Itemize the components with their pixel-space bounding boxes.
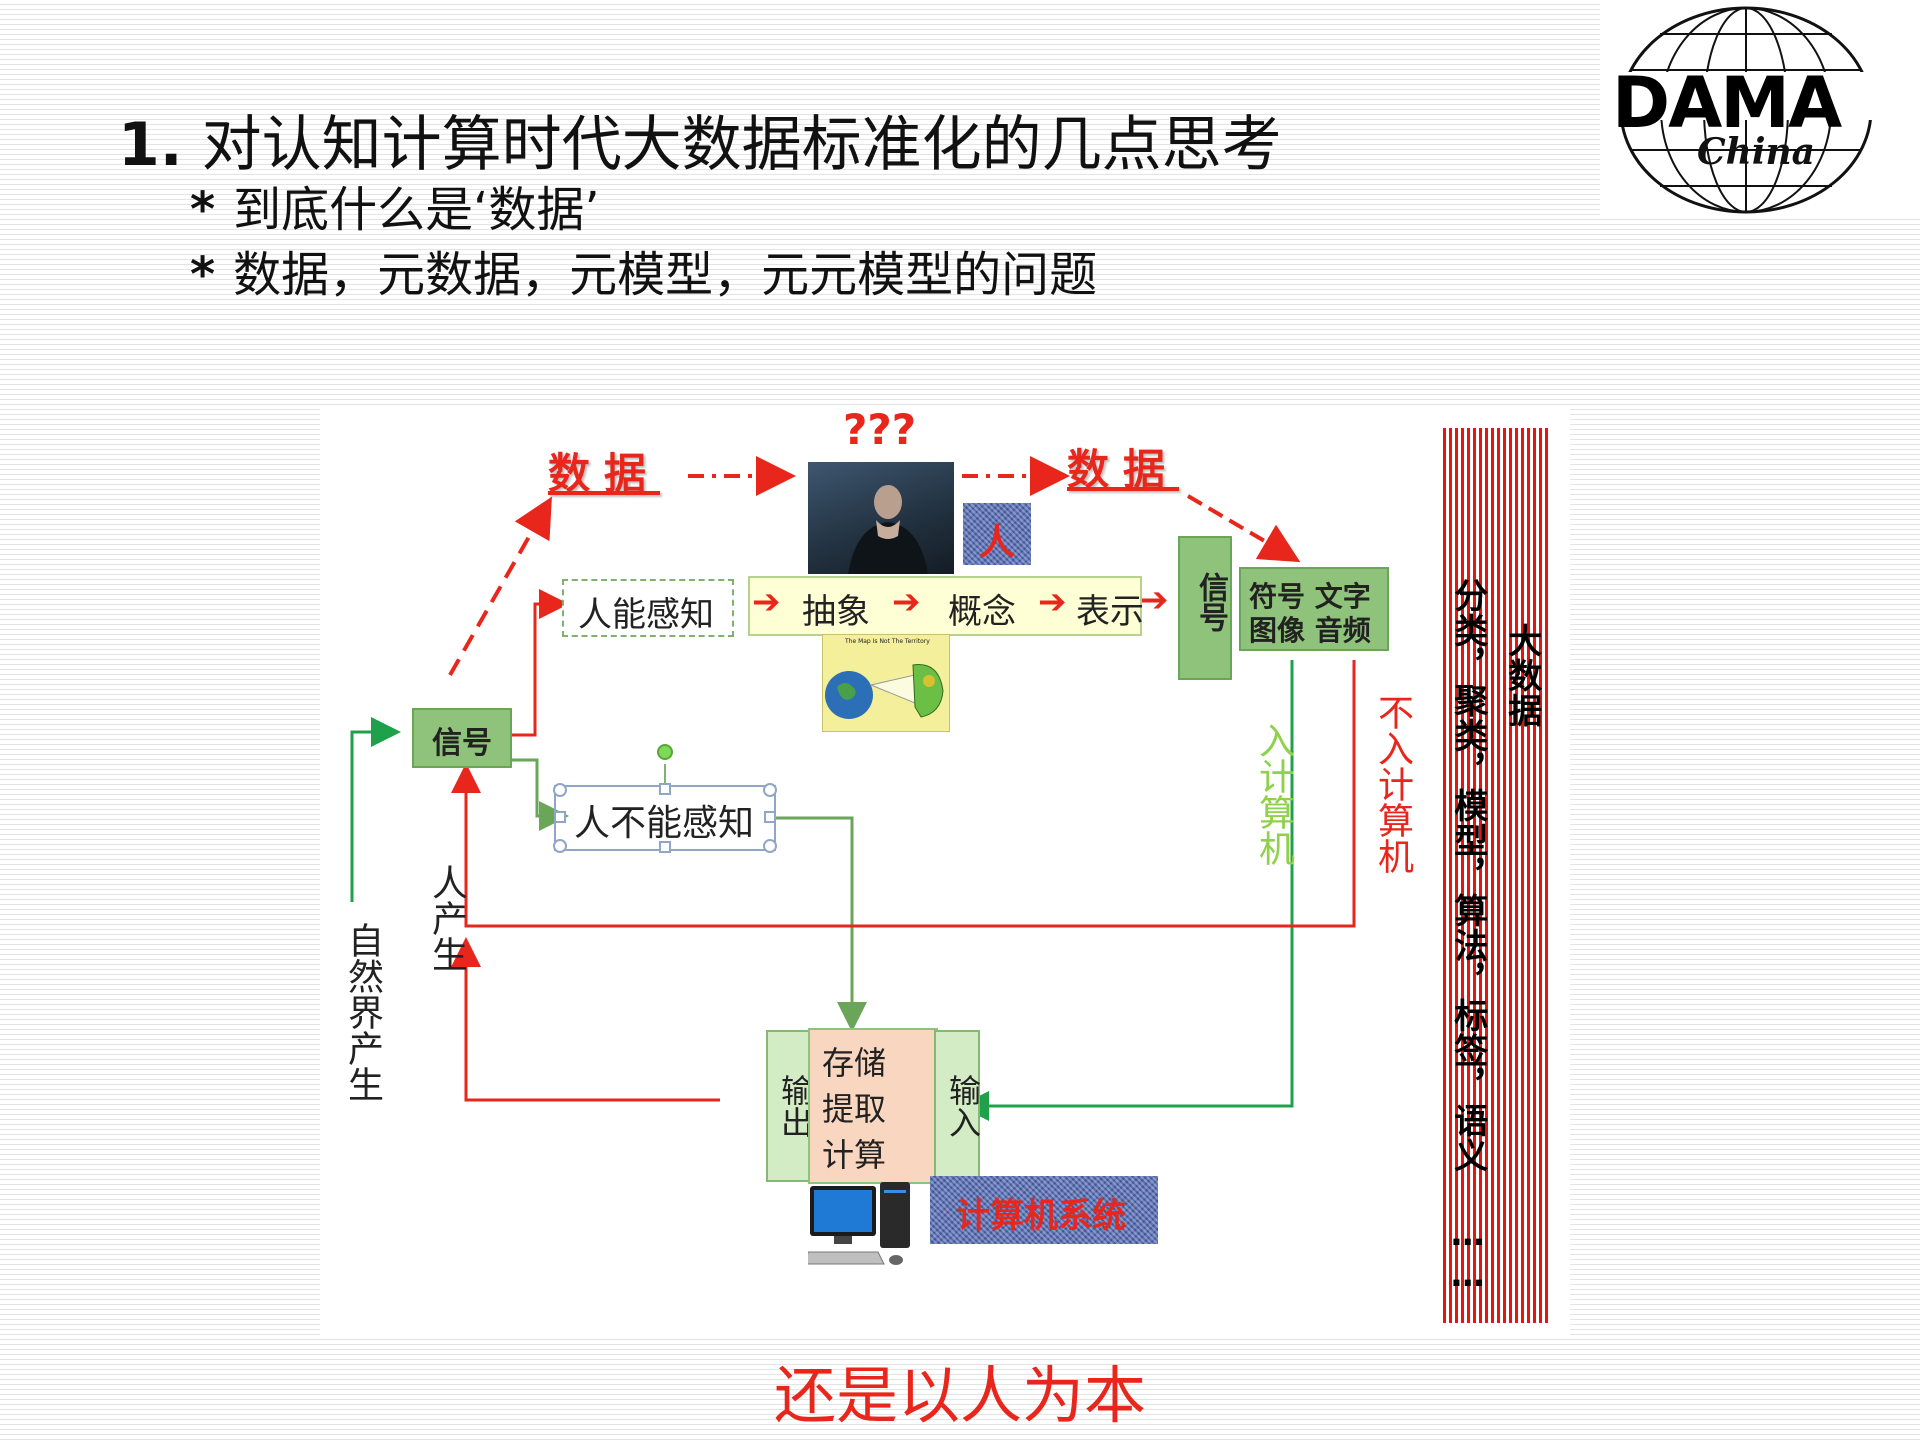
computer-icon: [805, 1180, 918, 1270]
input-label: 输入: [944, 1074, 982, 1138]
arrow-into-computer: [959, 660, 1294, 1121]
slogan: 还是以人为本: [773, 1359, 1146, 1432]
chain-step-representation: 表示: [1076, 592, 1144, 632]
into-computer-label: 入计算机: [1253, 722, 1294, 866]
computer-system-label: 计算机系统: [956, 1196, 1126, 1236]
person-tag-box: 人: [963, 503, 1031, 565]
logo-letters: DAMA: [1612, 62, 1842, 144]
desktop-computer-icon: [805, 1182, 910, 1265]
arrow-output-up: [451, 937, 720, 1102]
perceivable-box: 人能感知: [562, 579, 734, 637]
dashed-arrow-up: [448, 496, 552, 676]
computer-system-box: 计算机系统: [930, 1176, 1158, 1244]
symbols-line2: 图像 音频: [1249, 614, 1371, 647]
person-tag: 人: [979, 522, 1016, 563]
chain-arrow-icon: ➔: [1140, 580, 1169, 620]
map-territory-image: The Map Is Not The Territory: [822, 634, 950, 732]
bullet-item: * 数据，元数据，元模型，元元模型的问题: [190, 235, 1097, 305]
map-illustration-icon: [825, 664, 944, 719]
concept-chain-box: ➔ 抽象 ➔ 概念 ➔ 表示: [748, 576, 1144, 636]
chain-step-abstract: 抽象: [802, 592, 870, 632]
bullet-marker: *: [190, 247, 216, 303]
process-store: 存储: [822, 1044, 887, 1082]
big-data-title: 大数据: [1501, 623, 1542, 728]
data-label-left: 数据: [548, 449, 661, 498]
slide-title: 1. 对认知计算时代大数据标准化的几点思考: [118, 96, 1282, 183]
symbols-box: 符号 文字 图像 音频: [1239, 567, 1389, 651]
big-data-items: 分类，聚类，模型，算法，标签，语义 ……: [1447, 578, 1488, 1296]
chain-arrow-icon: ➔: [752, 582, 781, 622]
signal-box: 信号: [412, 708, 512, 768]
person-silhouette-icon: [848, 485, 928, 574]
not-perceivable-label: 人不能感知: [574, 803, 755, 844]
signal-vertical-box: 信号: [1178, 536, 1232, 680]
bullet-marker: *: [190, 182, 216, 238]
input-box: 输入: [934, 1030, 982, 1182]
arrow-to-not-perceivable: [512, 758, 569, 831]
arrow-to-storage: [773, 816, 867, 1032]
bullet-item: * 到底什么是‘数据’: [190, 170, 600, 240]
human-generated-label: 人产生: [426, 864, 467, 972]
storage-process-box: 存储 提取 计算: [808, 1028, 938, 1184]
rotate-handle[interactable]: [657, 744, 673, 760]
bullet-text: 数据，元数据，元模型，元元模型的问题: [233, 247, 1098, 303]
signal-label: 信号: [432, 726, 492, 761]
chain-arrow-icon: ➔: [892, 582, 921, 622]
title-number: 1.: [118, 110, 183, 180]
bullet-text: 到底什么是‘数据’: [233, 182, 600, 238]
data-label-right: 数据: [1067, 445, 1180, 494]
process-retrieve: 提取: [822, 1090, 887, 1128]
output-label: 输出: [776, 1074, 814, 1138]
dashed-arrow-to-symbols: [1186, 494, 1301, 563]
big-data-band: 分类，聚类，模型，算法，标签，语义 …… 大数据: [1443, 428, 1551, 1323]
not-into-computer-label: 不入计算机: [1372, 694, 1413, 874]
arrow-to-perceivable: [512, 589, 569, 737]
nature-generated-label: 自然界产生: [342, 922, 383, 1102]
title-text: 对认知计算时代大数据标准化的几点思考: [201, 110, 1282, 180]
output-box: 输出: [766, 1030, 814, 1182]
chain-arrow-icon: ➔: [1038, 582, 1067, 622]
map-caption: The Map Is Not The Territory: [845, 638, 930, 645]
chain-step-concept: 概念: [948, 592, 1016, 632]
process-compute: 计算: [822, 1136, 887, 1174]
signal-vertical-label: 信号: [1193, 572, 1228, 632]
arrow-not-into-computer: [451, 660, 1356, 928]
logo-country: China: [1697, 131, 1816, 173]
thinking-person-photo: [808, 462, 954, 574]
dama-china-logo: DAMA China: [1600, 0, 1920, 218]
perceivable-label: 人能感知: [578, 595, 714, 635]
arrow-nature-to-signal: [350, 717, 401, 902]
globe-icon: [1610, 6, 1902, 214]
symbols-line1: 符号 文字: [1249, 580, 1371, 613]
question-marks: ???: [843, 405, 917, 454]
